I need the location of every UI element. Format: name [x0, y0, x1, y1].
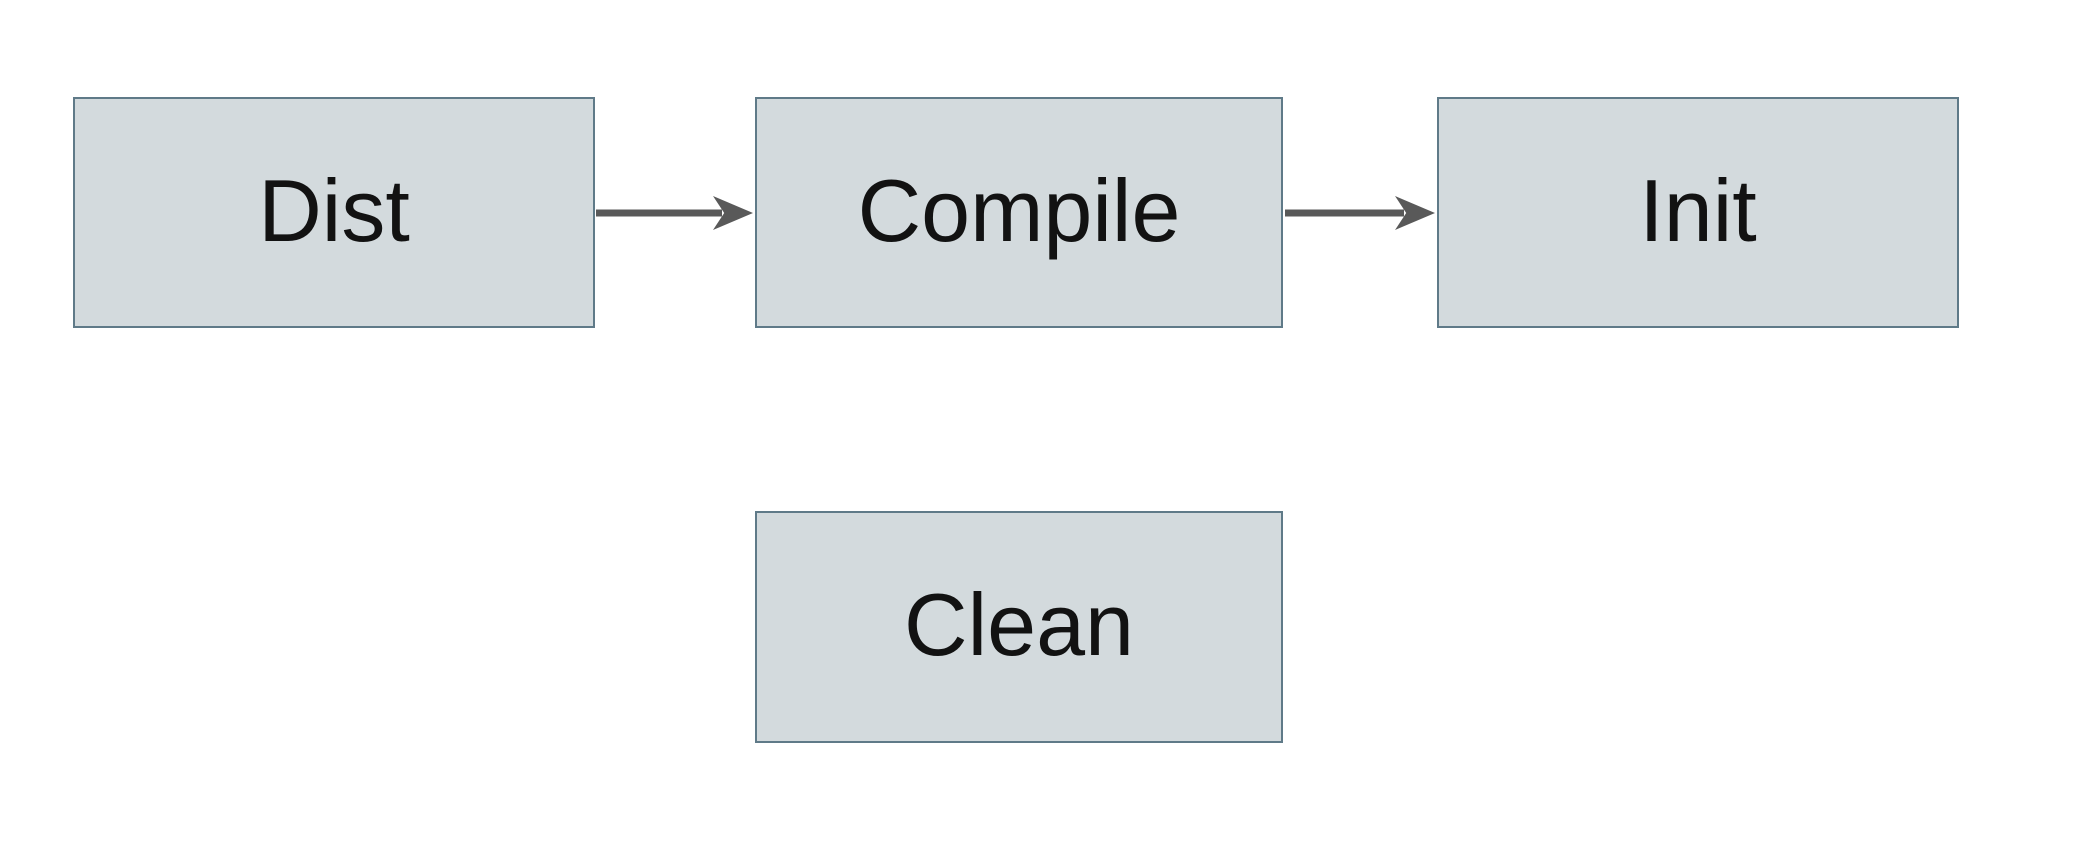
edge-arrowhead-icon — [713, 196, 753, 230]
node-compile[interactable]: Compile — [755, 97, 1283, 328]
node-dist[interactable]: Dist — [73, 97, 595, 328]
node-compile-label: Compile — [857, 160, 1181, 260]
node-init[interactable]: Init — [1437, 97, 1959, 328]
node-init-label: Init — [1639, 160, 1757, 260]
node-clean-label: Clean — [904, 575, 1134, 674]
node-dist-label: Dist — [258, 160, 410, 260]
edge-arrowhead-icon — [1395, 196, 1435, 230]
node-clean[interactable]: Clean — [755, 511, 1283, 743]
